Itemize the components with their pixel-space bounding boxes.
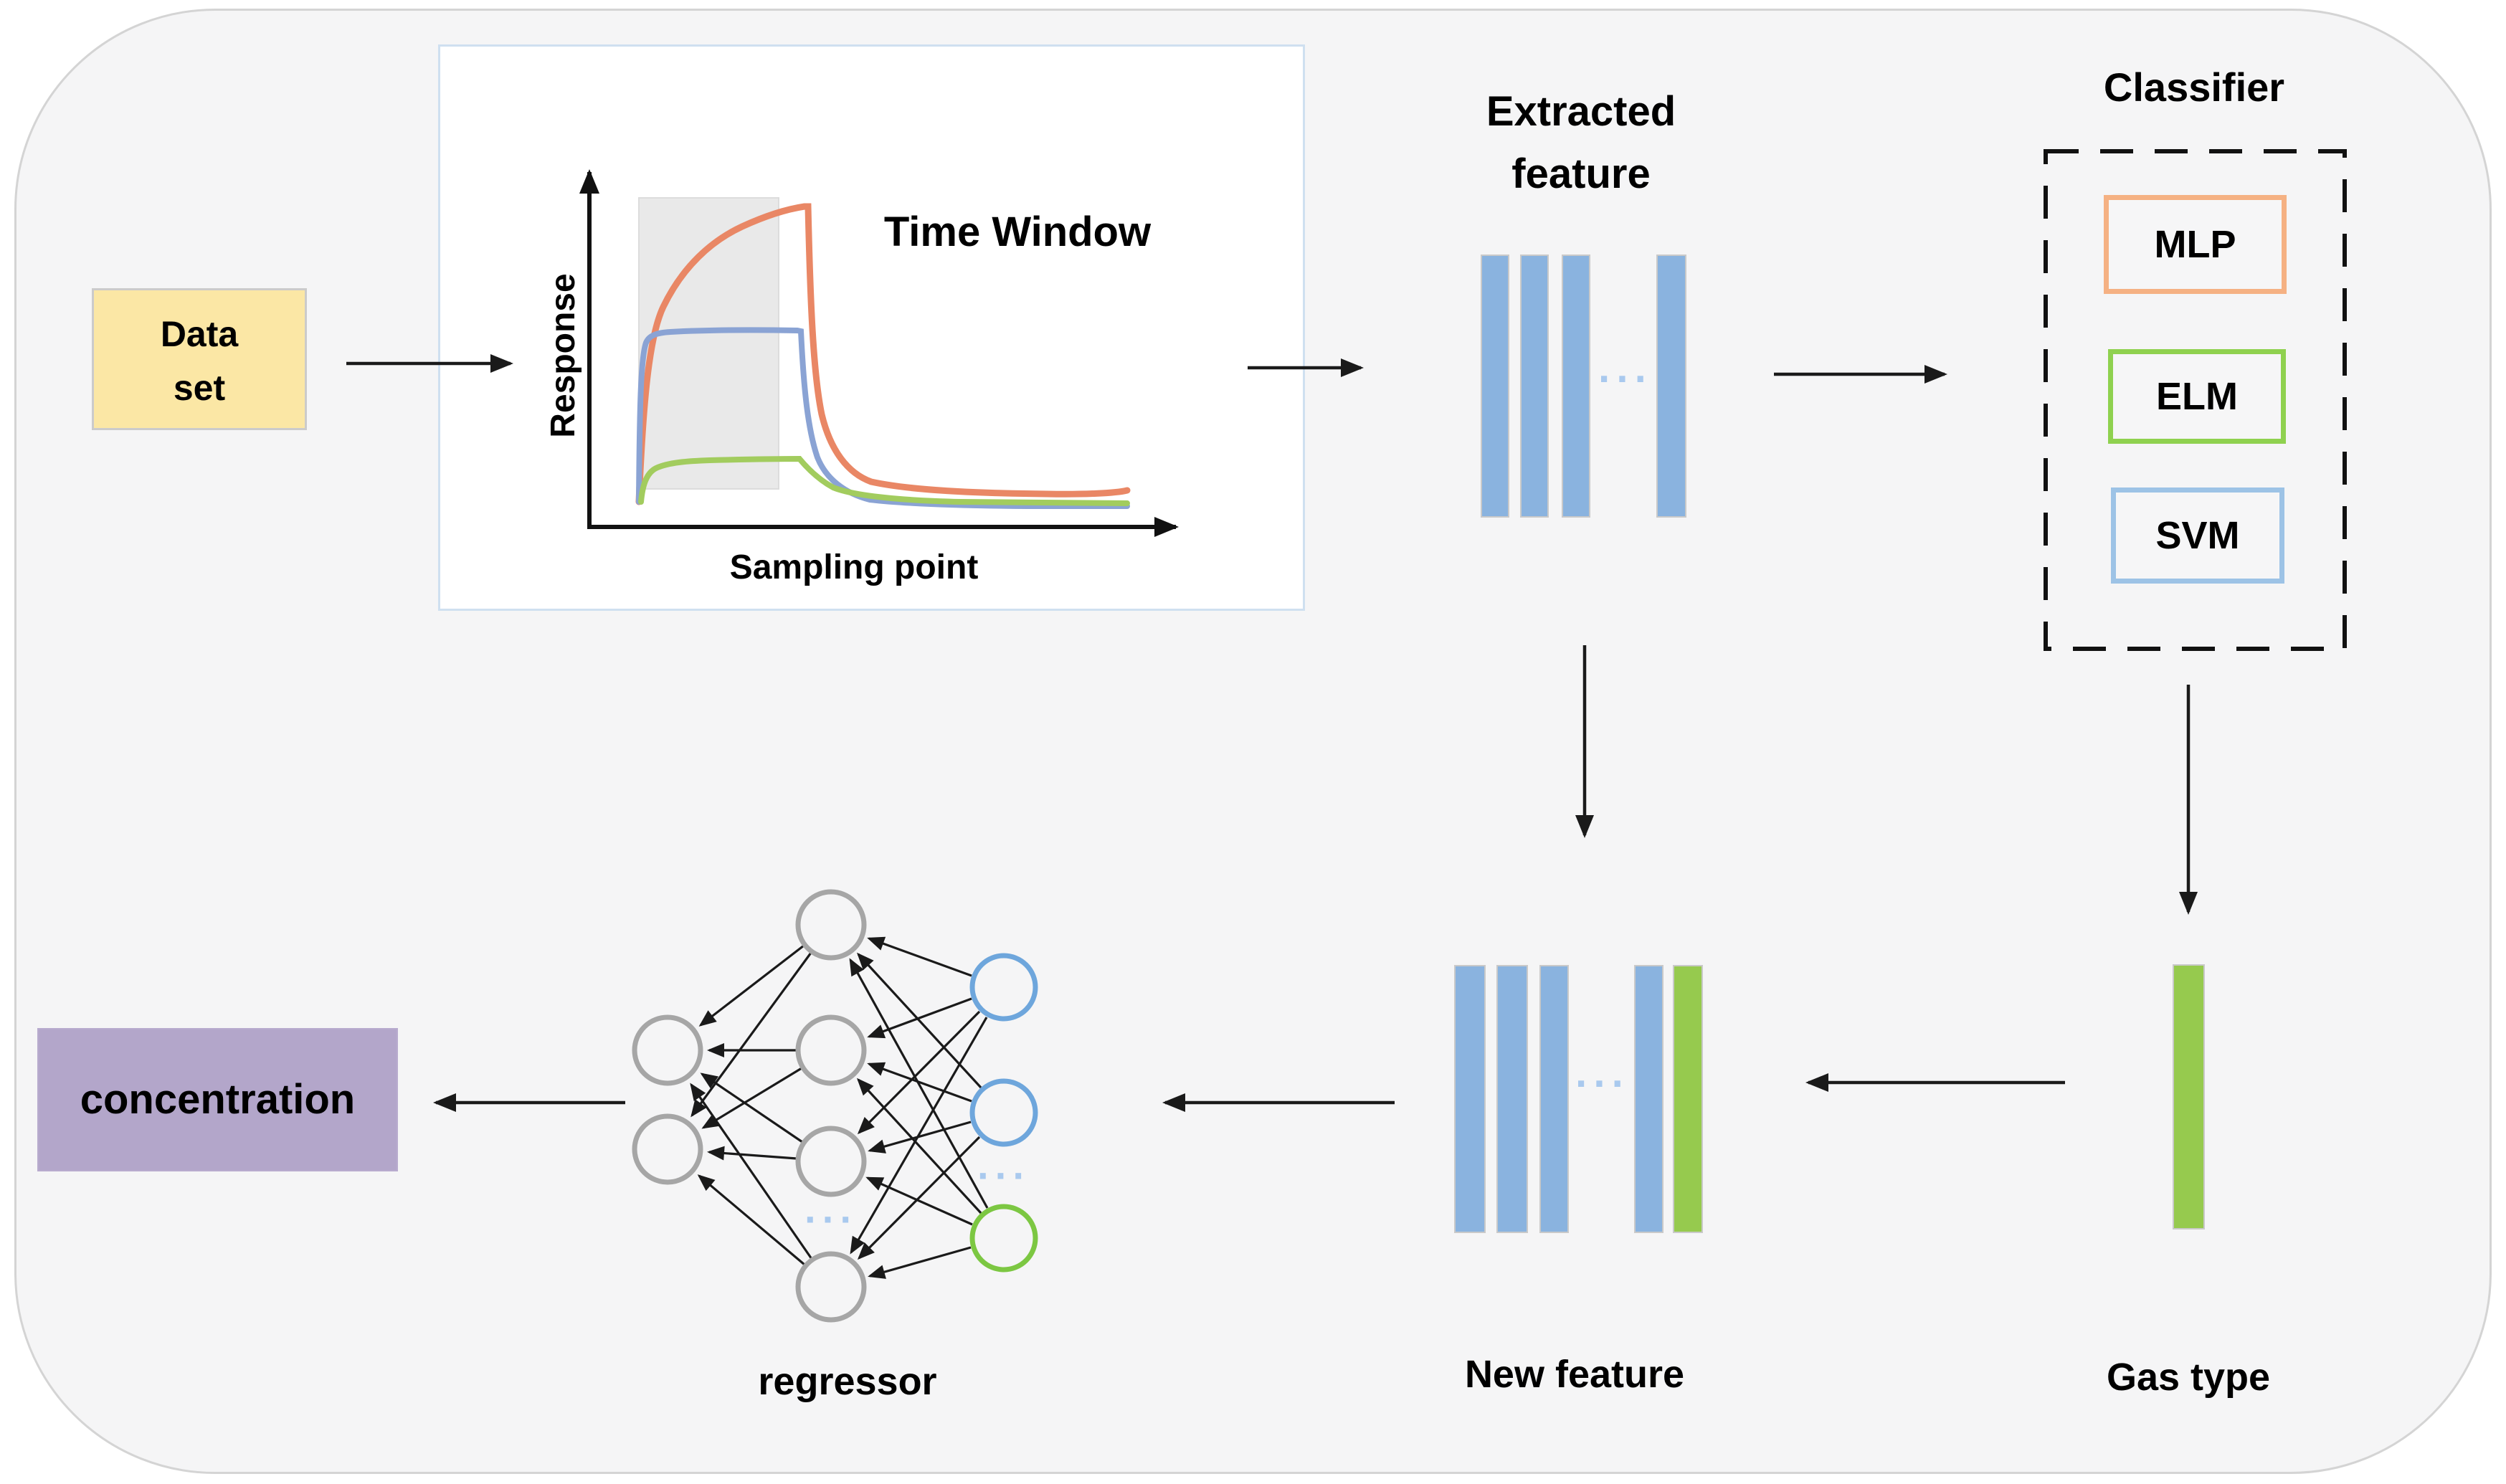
classifier-mlp-box: MLP bbox=[2104, 195, 2287, 294]
gas-type-bar bbox=[2173, 964, 2205, 1229]
extracted-feature-bar bbox=[1481, 255, 1509, 518]
regressor-input-ellipsis: ··· bbox=[977, 1153, 1030, 1198]
time-window-title: Time Window bbox=[883, 209, 1152, 255]
dataset-box: Data set bbox=[92, 288, 307, 430]
new-feature-label: New feature bbox=[1464, 1353, 1685, 1396]
concentration-box: concentration bbox=[37, 1028, 398, 1171]
time-window-region bbox=[638, 197, 779, 490]
dataset-label-line1: Data bbox=[160, 314, 239, 354]
regressor-label: regressor bbox=[758, 1360, 937, 1403]
y-axis-label: Response bbox=[544, 273, 582, 438]
svm-label: SVM bbox=[2155, 514, 2240, 557]
dataset-label-line2: set bbox=[173, 368, 226, 408]
new-feature-bar bbox=[1454, 965, 1486, 1233]
new-feature-ellipsis: ··· bbox=[1575, 1060, 1630, 1107]
extracted-feature-ellipsis: ··· bbox=[1598, 356, 1653, 402]
new-feature-bar bbox=[1539, 965, 1569, 1233]
mlp-label: MLP bbox=[2154, 223, 2236, 266]
elm-label: ELM bbox=[2156, 375, 2238, 418]
extracted-feature-title-line2: feature bbox=[1511, 151, 1651, 197]
gas-type-label: Gas type bbox=[2106, 1356, 2271, 1399]
new-feature-bar bbox=[1496, 965, 1528, 1233]
x-axis-label: Sampling point bbox=[729, 548, 979, 586]
new-feature-bar bbox=[1634, 965, 1663, 1233]
extracted-feature-bar bbox=[1656, 255, 1686, 518]
classifier-elm-box: ELM bbox=[2108, 349, 2286, 444]
extracted-feature-title-line1: Extracted bbox=[1486, 88, 1676, 135]
classifier-title: Classifier bbox=[2103, 65, 2285, 110]
concentration-label: concentration bbox=[80, 1076, 356, 1123]
extracted-feature-title: Extracted feature bbox=[1430, 80, 1732, 205]
new-feature-gas-bar bbox=[1673, 965, 1703, 1233]
classifier-svm-box: SVM bbox=[2111, 487, 2284, 584]
regressor-hidden-ellipsis: ··· bbox=[805, 1197, 858, 1242]
extracted-feature-bar bbox=[1562, 255, 1590, 518]
extracted-feature-bar bbox=[1520, 255, 1549, 518]
